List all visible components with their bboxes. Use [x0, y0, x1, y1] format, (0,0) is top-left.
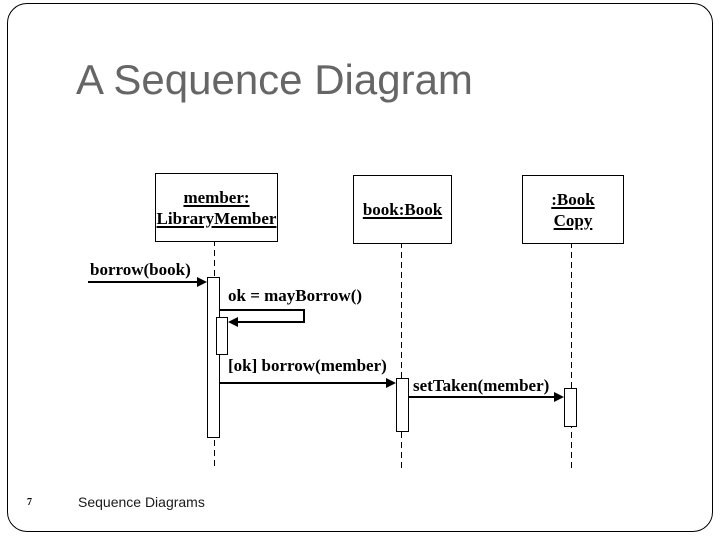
object-label-line: :Book: [551, 189, 595, 209]
object-box-bookcopy: :Book Copy: [522, 175, 624, 244]
message-label-may-borrow: ok = mayBorrow(): [228, 286, 363, 305]
message-label-set-taken: setTaken(member): [413, 376, 550, 395]
message-label-borrow-book: borrow(book): [90, 260, 191, 279]
slide-title: A Sequence Diagram: [76, 56, 473, 103]
message-label-ok-borrow-member: [ok] borrow(member): [228, 356, 387, 375]
lifeline-book: [401, 242, 402, 468]
object-label-line: Copy: [553, 210, 593, 230]
message-line-ok-borrow-member: [220, 382, 387, 384]
message-line-borrow-book: [88, 281, 198, 283]
message-line-set-taken: [409, 396, 555, 398]
arrowhead-right-icon: [386, 378, 396, 388]
slide-border-frame: [7, 3, 713, 532]
self-call-down-line: [303, 309, 305, 323]
arrowhead-right-icon: [554, 392, 564, 402]
self-call-return-line: [238, 321, 305, 323]
object-label-line: book:Book: [362, 200, 443, 219]
object-label-line: LibraryMember: [156, 208, 277, 228]
footer-title: Sequence Diagrams: [78, 494, 205, 510]
arrowhead-right-icon: [197, 277, 207, 287]
activation-bar-book: [396, 378, 409, 432]
lifeline-bookcopy: [571, 242, 572, 468]
object-label-line: member:: [183, 187, 250, 207]
object-box-member: member: LibraryMember: [155, 173, 278, 242]
activation-bar-bookcopy: [564, 388, 577, 427]
object-box-book: book:Book: [353, 175, 452, 244]
self-call-out-line: [220, 309, 305, 311]
activation-bar-member-nested: [216, 317, 228, 355]
arrowhead-left-icon: [228, 317, 238, 327]
activation-bar-member: [207, 277, 220, 438]
page-number: 7: [27, 497, 32, 508]
